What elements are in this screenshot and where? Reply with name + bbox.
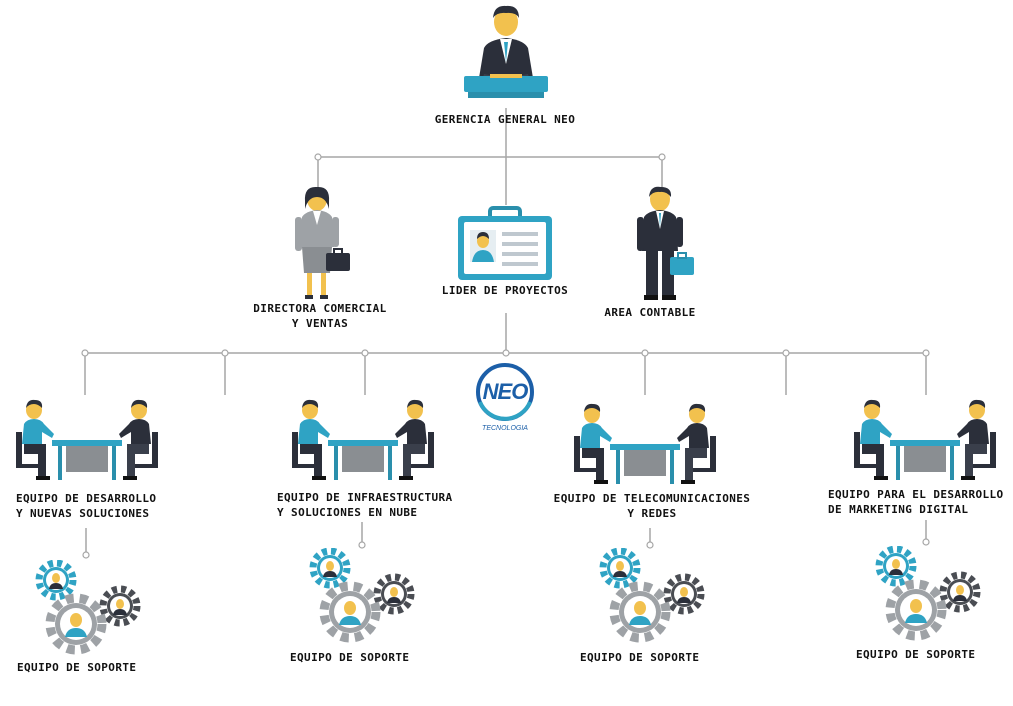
top-node-label: GERENCIA GENERAL NEO <box>434 113 576 126</box>
support-gears-icon <box>599 548 705 643</box>
directora-label: DIRECTORA COMERCIAL Y VENTAS <box>240 301 400 331</box>
support-gears-icon <box>875 546 981 641</box>
businesswoman-icon <box>295 186 350 299</box>
contable-label: AREA CONTABLE <box>590 305 710 320</box>
directora-label-line1: DIRECTORA COMERCIAL <box>253 302 387 315</box>
neo-logo-text: NEO <box>482 379 529 404</box>
team-label-line2: DE MARKETING DIGITAL <box>828 503 969 516</box>
team-meeting-icon <box>292 399 434 480</box>
support-label: EQUIPO DE SOPORTE <box>290 651 410 664</box>
neo-logo-subtext: TECNOLOGIA <box>482 425 528 432</box>
team-meeting-icon <box>16 399 158 480</box>
team-meeting-icon <box>854 399 996 480</box>
support-label: EQUIPO DE SOPORTE <box>17 661 137 674</box>
directora-label-line2: Y VENTAS <box>291 317 349 330</box>
support-gears-icon <box>309 548 415 643</box>
lider-label-line1: LIDER DE PROYECTOS <box>441 284 569 297</box>
team-label-line1: EQUIPO PARA EL DESARROLLO <box>828 488 1004 501</box>
team-label-telecomunicaciones: EQUIPO DE TELECOMUNICACIONES Y REDES <box>550 491 754 521</box>
businessman-icon <box>637 186 694 300</box>
team-label-line1: EQUIPO DE TELECOMUNICACIONES <box>553 492 751 505</box>
support-gears-icon <box>35 560 141 655</box>
team-label-line2: Y NUEVAS SOLUCIONES <box>16 507 150 520</box>
contable-label-line1: AREA CONTABLE <box>604 306 696 319</box>
team-label-line2: Y SOLUCIONES EN NUBE <box>277 506 418 519</box>
team-meeting-icon <box>574 403 716 484</box>
neo-logo: NEO TECNOLOGIA <box>470 362 540 438</box>
id-badge-icon <box>458 206 552 280</box>
team-label-infraestructura: EQUIPO DE INFRAESTRUCTURA Y SOLUCIONES E… <box>277 490 453 520</box>
team-label-desarrollo: EQUIPO DE DESARROLLO Y NUEVAS SOLUCIONES <box>16 491 156 521</box>
support-label: EQUIPO DE SOPORTE <box>580 651 700 664</box>
neo-logo-ring-icon <box>476 363 534 421</box>
team-label-line1: EQUIPO DE DESARROLLO <box>16 492 157 505</box>
team-label-line2: Y REDES <box>627 507 677 520</box>
lider-label: LIDER DE PROYECTOS <box>420 283 590 298</box>
team-label-line1: EQUIPO DE INFRAESTRUCTURA <box>277 491 453 504</box>
team-label-marketing: EQUIPO PARA EL DESARROLLO DE MARKETING D… <box>828 487 1004 517</box>
support-label: EQUIPO DE SOPORTE <box>856 648 976 661</box>
manager-at-desk-icon <box>464 5 548 98</box>
